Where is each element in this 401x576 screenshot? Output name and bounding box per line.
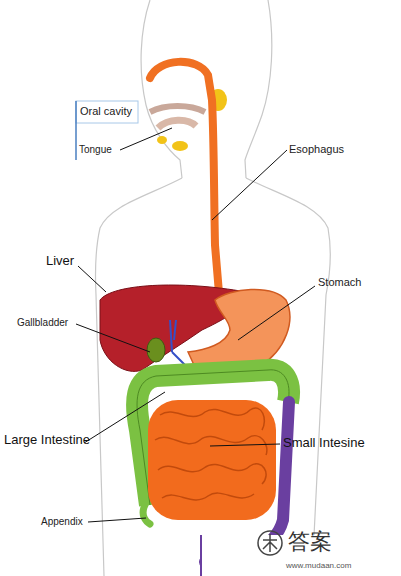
- part-label: Liver: [46, 254, 74, 268]
- appendix: [143, 505, 150, 524]
- part-label: Esophagus: [289, 143, 344, 155]
- watermark-glyph: [263, 534, 277, 552]
- leader-line: [88, 518, 146, 522]
- leader-line: [210, 444, 280, 446]
- leader-lines: [76, 128, 315, 522]
- label-frame: [76, 101, 138, 123]
- watermark-logo: [258, 531, 282, 555]
- part-label: Gallbladder: [17, 317, 68, 328]
- leader-line: [120, 128, 172, 150]
- panel-border: [200, 535, 202, 576]
- salivary-gland: [172, 141, 188, 151]
- intestine-coils: [155, 408, 267, 500]
- body-outline: [95, 0, 330, 576]
- part-label: Tongue: [79, 144, 112, 155]
- leader-line: [76, 324, 150, 352]
- watermark-url: www.mudaan.com: [286, 562, 351, 571]
- part-label: Stomach: [318, 276, 361, 288]
- part-label: Small Intesine: [283, 436, 365, 450]
- part-label: Appendix: [41, 516, 83, 527]
- head-left: [141, 0, 182, 178]
- head-right: [245, 0, 272, 178]
- small-intestine: [148, 400, 276, 520]
- palate: [150, 106, 205, 112]
- intestine-mass: [148, 400, 276, 520]
- tongue: [158, 120, 196, 128]
- leader-line: [238, 286, 315, 340]
- watermark-text: 答案: [288, 530, 332, 554]
- gallbladder: [147, 338, 165, 362]
- bracket-line: [75, 101, 77, 160]
- part-label: Oral cavity: [80, 105, 132, 117]
- part-label: Large Intestine: [4, 433, 90, 447]
- leader-line: [84, 392, 165, 443]
- leader-line: [212, 150, 287, 220]
- salivary-gland: [157, 136, 167, 144]
- leader-line: [78, 266, 106, 292]
- esophagus: [150, 62, 220, 305]
